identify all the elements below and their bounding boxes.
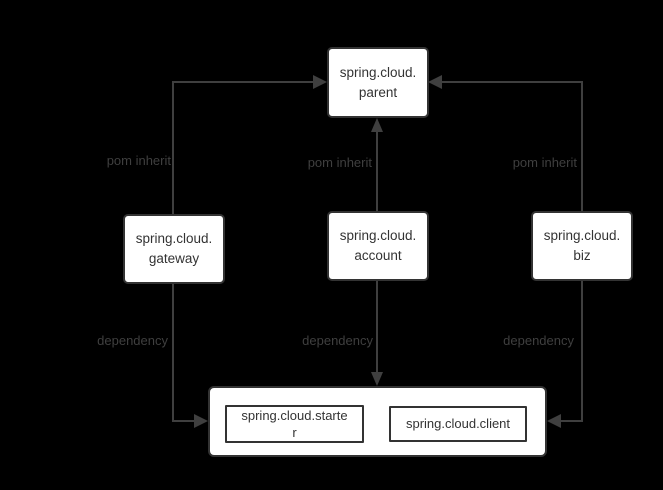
- node-label-line: parent: [358, 84, 398, 100]
- edge-biz-base-line-vertical: [581, 281, 583, 421]
- node-label-line: spring.cloud.: [135, 231, 213, 246]
- node-spring-cloud-biz: spring.cloud. biz: [531, 211, 633, 281]
- edge-account-parent-line-vertical: [376, 131, 378, 211]
- edge-gateway-parent-line-vertical: [172, 82, 174, 214]
- arrowhead-into-parent-bottom-icon: [371, 118, 383, 132]
- node-spring-cloud-starter: spring.cloud.starte r: [225, 405, 364, 443]
- arrowhead-into-base-left-icon: [194, 414, 208, 428]
- arrowhead-into-base-top-icon: [371, 372, 383, 386]
- edge-label-pom-inherit-gateway: pom inherit: [106, 153, 171, 168]
- node-spring-cloud-client: spring.cloud.client: [389, 406, 527, 442]
- node-label-line: spring.cloud.: [339, 228, 417, 243]
- node-spring-cloud-account: spring.cloud. account: [327, 211, 429, 281]
- node-label-line: spring.cloud.starte: [241, 408, 348, 423]
- edge-biz-parent-line-horizontal: [442, 81, 583, 83]
- node-spring-cloud-parent: spring.cloud. parent: [327, 47, 429, 118]
- node-label-line: r: [292, 425, 297, 440]
- node-label-line: spring.cloud.: [543, 228, 621, 243]
- edge-biz-parent-line-vertical: [581, 82, 583, 211]
- arrowhead-into-base-right-icon: [547, 414, 561, 428]
- node-label-line: spring.cloud.: [339, 64, 417, 80]
- edge-label-dependency-account: dependency: [302, 333, 373, 348]
- node-label-line: account: [354, 248, 402, 263]
- node-spring-cloud-gateway: spring.cloud. gateway: [123, 214, 225, 284]
- arrowhead-into-parent-left-icon: [313, 75, 327, 89]
- arrowhead-into-parent-right-icon: [428, 75, 442, 89]
- node-base-container: spring.cloud.starte r spring.cloud.clien…: [208, 386, 547, 457]
- edge-biz-base-line-horizontal: [561, 420, 583, 422]
- edge-gateway-base-line-vertical: [172, 284, 174, 421]
- edge-label-dependency-biz: dependency: [503, 333, 574, 348]
- edge-label-pom-inherit-biz: pom inherit: [512, 155, 577, 170]
- edge-account-base-line-vertical: [376, 281, 378, 372]
- node-label-line: spring.cloud.client: [405, 416, 511, 431]
- node-label-line: biz: [573, 248, 591, 263]
- edge-label-dependency-gateway: dependency: [97, 333, 168, 348]
- edge-gateway-base-line-horizontal: [172, 420, 194, 422]
- edge-gateway-parent-line-horizontal: [172, 81, 313, 83]
- node-label-line: gateway: [148, 251, 200, 266]
- edge-label-pom-inherit-account: pom inherit: [307, 155, 372, 170]
